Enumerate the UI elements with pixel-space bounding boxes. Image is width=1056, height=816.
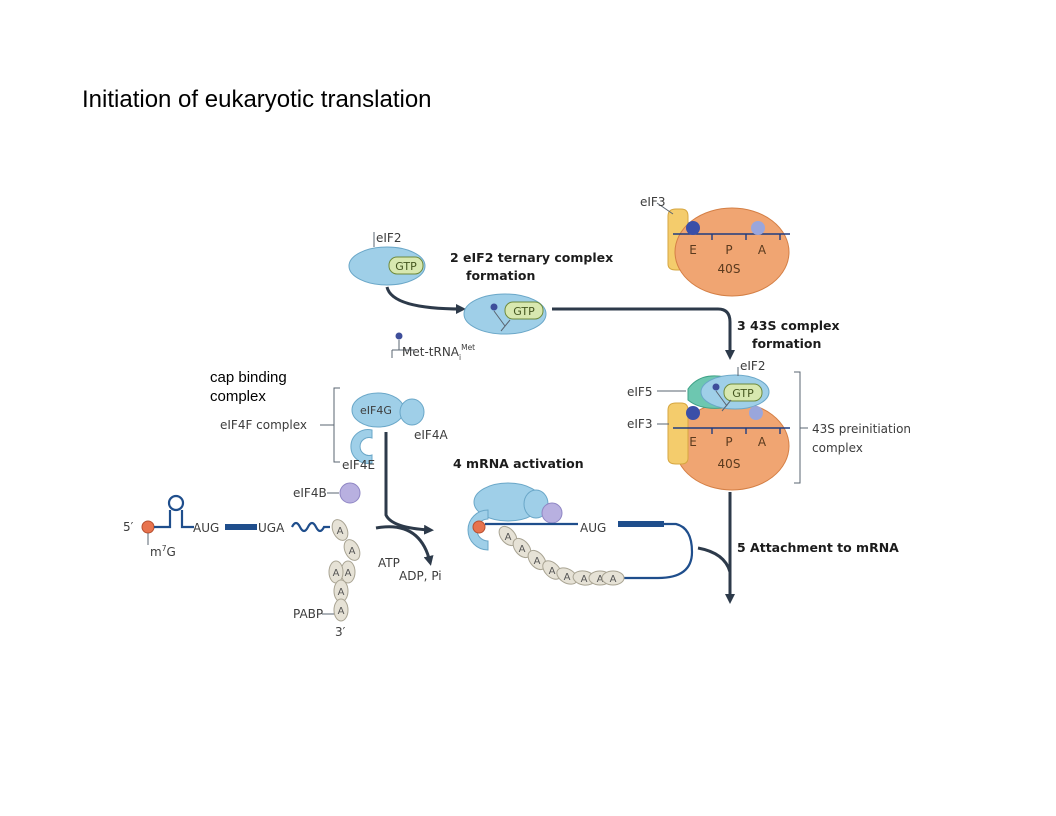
- ribosome-label-top: 40S: [718, 262, 741, 276]
- preinitiation-complex-43s: GTP E P A 40S eIF2 eIF5 eIF3 43S preinit…: [627, 359, 911, 491]
- met-trna-label: Met-tRNAiMet: [402, 343, 475, 362]
- eif3-subunit-mid: [667, 402, 689, 465]
- arrow-atp: [375, 525, 434, 566]
- svg-text:A: A: [564, 572, 571, 583]
- svg-text:A: A: [597, 574, 604, 585]
- gtp-label-1: GTP: [395, 260, 417, 273]
- three-prime-label: 3′: [335, 625, 346, 639]
- pabp-label: PABP: [293, 607, 323, 621]
- svg-text:A: A: [505, 532, 512, 543]
- eif4b: eIF4B: [293, 482, 361, 504]
- step-3-label-line2: formation: [752, 336, 821, 351]
- eif4f-complex: eIF4F complex eIF4G eIF4A eIF4E: [220, 387, 448, 472]
- uga-label: UGA: [258, 521, 285, 535]
- eif4g-label: eIF4G: [360, 404, 392, 417]
- hairpin-loop: [167, 494, 185, 512]
- ribosome-40s-top: E P A 40S eIF3: [640, 195, 790, 297]
- eif2-label-top: eIF2: [376, 231, 401, 245]
- eif5-label: eIF5: [627, 385, 652, 399]
- svg-text:A: A: [610, 574, 617, 585]
- svg-text:A: A: [345, 568, 352, 579]
- svg-text:A: A: [534, 556, 541, 567]
- svg-text:A: A: [338, 587, 345, 598]
- eif4b-label: eIF4B: [293, 486, 327, 500]
- eif2-ternary-complex: GTP: [463, 293, 547, 335]
- svg-text:A: A: [337, 526, 344, 537]
- atp-label: ATP: [378, 556, 400, 570]
- eif4a-label: eIF4A: [414, 428, 448, 442]
- site-p-mid: P: [725, 435, 732, 449]
- preinitiation-label-2: complex: [812, 441, 863, 455]
- eif4e-label: eIF4E: [342, 458, 375, 472]
- m7g-cap: [141, 520, 155, 534]
- eif4a-protein: [399, 398, 425, 426]
- site-e-top: E: [689, 243, 697, 257]
- site-a-top: A: [758, 243, 767, 257]
- svg-text:A: A: [333, 568, 340, 579]
- activated-mrna: AUG A A A A A A A A: [467, 482, 694, 586]
- svg-text:A: A: [519, 544, 526, 555]
- annotation-line-1: cap binding: [210, 369, 287, 386]
- arrow-step5-join: [697, 546, 732, 573]
- eif4e-protein: [350, 429, 373, 464]
- svg-text:A: A: [549, 566, 556, 577]
- ribosome-label-mid: 40S: [718, 457, 741, 471]
- step-4-label: 4 mRNA activation: [453, 456, 584, 471]
- aug-label-left: AUG: [193, 521, 219, 535]
- eif2-label-mid: eIF2: [740, 359, 765, 373]
- step-2-label-line2: formation: [466, 268, 535, 283]
- mrna-free: 5′ m7G AUG UGA: [123, 494, 330, 559]
- svg-text:A: A: [581, 574, 588, 585]
- cap-binding-annotation: cap binding complex: [210, 368, 287, 406]
- site-p-top: P: [725, 243, 732, 257]
- arrow-step4-in: [384, 432, 434, 535]
- poly-a-tail-left: A A A A A A PABP 3′: [293, 519, 361, 639]
- coding-region-right: [618, 521, 664, 527]
- m7g-label: m7G: [150, 544, 176, 559]
- step-5-label: 5 Attachment to mRNA: [737, 540, 899, 555]
- arrow-step2-in: [385, 286, 466, 314]
- arrow-step3: [552, 307, 735, 360]
- five-prime-label: 5′: [123, 520, 134, 534]
- site-a-mid: A: [758, 435, 767, 449]
- eif3-label-mid: eIF3: [627, 417, 652, 431]
- site-e-mid: E: [689, 435, 697, 449]
- step-3-label-line1: 3 43S complex: [737, 318, 840, 333]
- svg-text:A: A: [349, 546, 356, 557]
- coding-region-left: [225, 524, 257, 530]
- gtp-label-3: GTP: [732, 387, 754, 400]
- eif2-free: GTP eIF2: [348, 231, 426, 286]
- eif4f-label: eIF4F complex: [220, 418, 307, 432]
- svg-text:A: A: [338, 606, 345, 617]
- gtp-badge-1: [388, 256, 424, 275]
- met-trna: Met-tRNAiMet: [391, 332, 475, 362]
- step-2-label-line1: 2 eIF2 ternary complex: [450, 250, 613, 265]
- preinitiation-label-1: 43S preinitiation: [812, 422, 911, 436]
- aug-label-right: AUG: [580, 521, 606, 535]
- adp-label: ADP, Pi: [399, 569, 442, 583]
- eif3-label-top: eIF3: [640, 195, 665, 209]
- annotation-line-2: complex: [210, 388, 266, 405]
- slide-title: Initiation of eukaryotic translation: [82, 86, 432, 113]
- gtp-label-2: GTP: [513, 305, 535, 318]
